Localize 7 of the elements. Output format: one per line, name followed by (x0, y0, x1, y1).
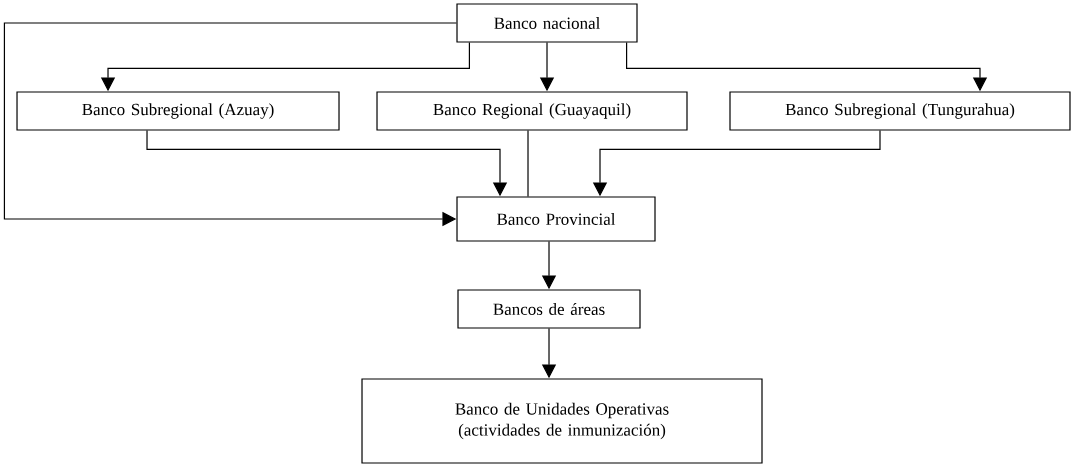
bank-box: Banco Subregional (Tungurahua) (729, 91, 1071, 131)
bank-box: Bancos de áreas (457, 289, 641, 329)
bank-box: Banco Regional (Guayaquil) (376, 91, 688, 131)
bank-box: Banco Subregional (Azuay) (16, 91, 340, 131)
bank-box: Banco Provincial (456, 196, 656, 242)
bank-box: Banco de Unidades Operativas (actividades de inmunización) (361, 378, 763, 464)
bank-box: Banco nacional (456, 3, 638, 43)
